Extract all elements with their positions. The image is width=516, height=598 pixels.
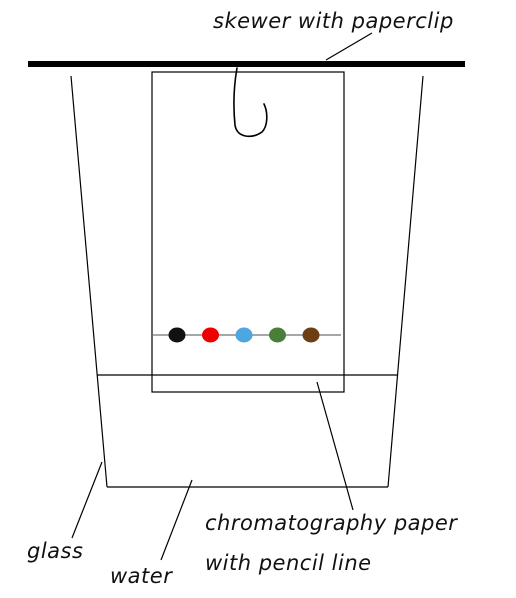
chromatography-paper <box>151 71 345 393</box>
skewer-leader-line <box>325 32 373 61</box>
ink-dot <box>235 327 253 343</box>
water-leader-line <box>160 479 193 561</box>
paper-leader-line <box>316 381 354 511</box>
skewer-label: skewer with paperclip <box>213 9 454 33</box>
ink-dot <box>168 327 186 343</box>
glass-leader-line <box>71 461 103 539</box>
glass-left-wall <box>70 75 108 488</box>
ink-dot <box>269 327 286 343</box>
ink-dot <box>302 327 320 343</box>
water-label: water <box>110 564 173 588</box>
glass-right-wall <box>387 75 424 488</box>
ink-dots <box>168 327 320 343</box>
paperclip <box>233 67 268 138</box>
glass <box>70 75 424 488</box>
paper-label-line1: chromatography paper <box>205 511 458 535</box>
glass-label: glass <box>27 539 83 563</box>
paper-label-line2: with pencil line <box>205 551 372 575</box>
ink-dot <box>202 327 219 343</box>
